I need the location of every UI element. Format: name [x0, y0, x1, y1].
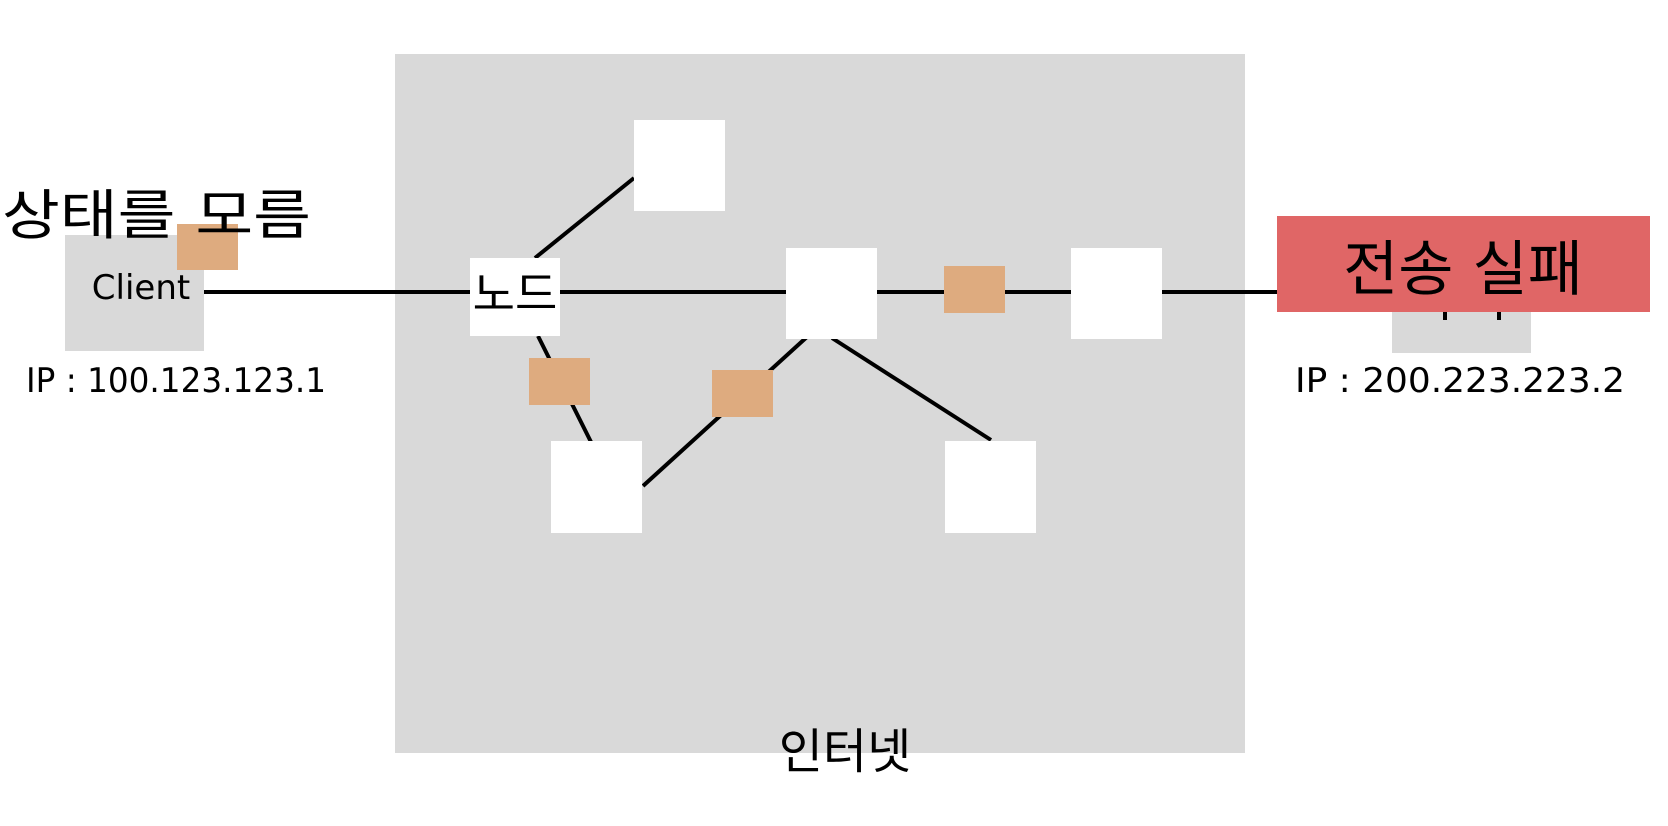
router-node-bottom-right [945, 441, 1036, 533]
packet [177, 224, 238, 270]
internet-region [395, 54, 1245, 753]
packet [529, 358, 590, 405]
node-label: 노드 [473, 267, 558, 321]
router-node-right [1071, 248, 1162, 339]
node-box-labeled [470, 258, 560, 336]
server-label-fragment [1497, 306, 1501, 320]
server-ip-label: IP : 200.223.223.2 [1295, 361, 1625, 401]
client-ip-label: IP : 100.123.123.1 [26, 361, 326, 401]
client-label: Client [92, 268, 190, 308]
packet [944, 266, 1005, 313]
router-node-center [786, 248, 877, 339]
router-node-bottom-left [551, 441, 642, 533]
failure-banner-text: 전송 실패 [1343, 235, 1583, 305]
router-node-top [634, 120, 725, 211]
client-state-label: 상태를 모름 [2, 184, 311, 247]
failure-banner [1277, 216, 1650, 312]
link-n2-n4 [830, 336, 993, 442]
link-node-n1 [533, 176, 636, 260]
packet [712, 370, 773, 417]
server-label-fragment [1443, 306, 1447, 320]
internet-label: 인터넷 [779, 724, 911, 780]
